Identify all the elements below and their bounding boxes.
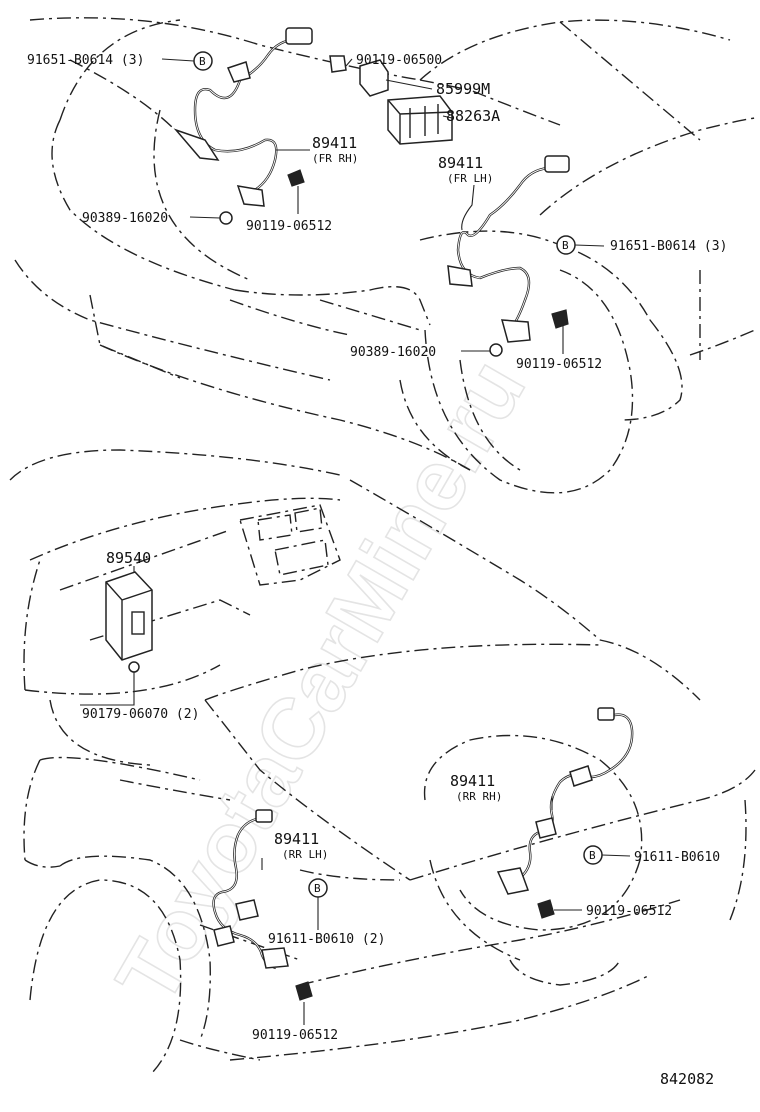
label-ecu: 89540: [106, 549, 151, 567]
grommet-fr-rh: [219, 211, 233, 225]
leader-lines: [80, 58, 631, 1025]
label-sensor-fr-rh: 89411: [312, 134, 357, 152]
diagram-number: 842082: [660, 1070, 714, 1088]
part-labels: 91651-B0614 (3) 90119-06500 85999M 88263…: [27, 53, 727, 1088]
clip-symbol-rr-lh: B: [308, 878, 328, 898]
clip-symbol-rr-rh: B: [583, 845, 603, 865]
clip-symbol-fr-lh: B: [556, 235, 576, 255]
label-bolt-relay: 90119-06500: [356, 53, 442, 68]
sensor-harness-fr-lh: [447, 155, 570, 357]
sensor-harness-rr-lh: [212, 809, 313, 1001]
clip-symbol-fr-top: B: [193, 51, 213, 71]
label-sensor-fr-lh: 89411: [438, 154, 483, 172]
label-sensor-rr-rh: 89411: [450, 772, 495, 790]
dashboard-outline: [9, 449, 701, 766]
label-clip-rr-rh: 91611-B0610: [634, 850, 720, 865]
svg-text:B: B: [314, 882, 321, 895]
label-bolt-rr-lh: 90119-06512: [252, 1028, 338, 1043]
svg-text:B: B: [199, 55, 206, 68]
abs-actuator-assembly: [329, 55, 453, 145]
label-bolt-fr-lh: 90119-06512: [516, 357, 602, 372]
label-actuator: 88263A: [446, 107, 500, 125]
label-ecu-nut: 90179-06070 (2): [82, 707, 199, 722]
abs-ecu: [105, 571, 153, 673]
label-grommet-fr-rh: 90389-16020: [82, 211, 168, 226]
label-clip-fr-lh: 91651-B0614 (3): [610, 239, 727, 254]
label-grommet-fr-lh: 90389-16020: [350, 345, 436, 360]
label-sensor-fr-lh-sub: (FR LH): [447, 172, 493, 185]
svg-text:B: B: [589, 849, 596, 862]
label-bolt-rr-rh: 90119-06512: [586, 904, 672, 919]
sensor-harness-rr-rh: [496, 707, 634, 919]
label-bracket: 85999M: [436, 80, 490, 98]
label-clip-fr-top: 91651-B0614 (3): [27, 53, 144, 68]
label-bolt-fr-rh: 90119-06512: [246, 219, 332, 234]
rear-car-outline: [23, 643, 756, 1076]
sensor-harness-fr-rh: [173, 27, 313, 207]
label-sensor-rr-lh-sub: (RR LH): [282, 848, 328, 861]
label-sensor-rr-lh: 89411: [274, 830, 319, 848]
label-sensor-rr-rh-sub: (RR RH): [456, 790, 502, 803]
svg-text:B: B: [562, 239, 569, 252]
label-sensor-fr-rh-sub: (FR RH): [312, 152, 358, 165]
label-clip-rr-lh: 91611-B0610 (2): [268, 932, 385, 947]
